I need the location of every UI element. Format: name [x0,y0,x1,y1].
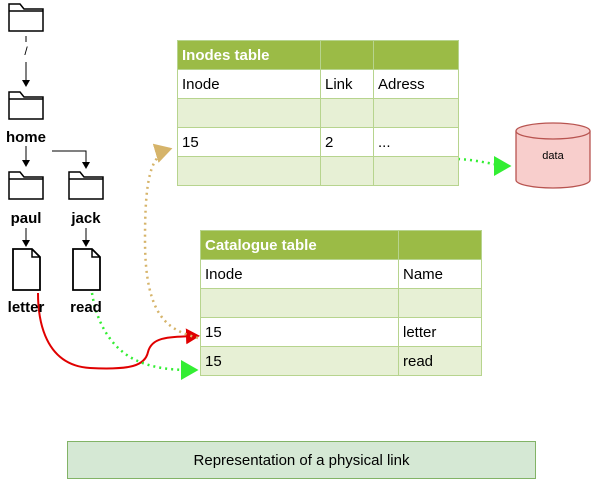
inodes-cell [177,156,321,186]
catalogue-table-row: 15 read [200,346,482,376]
inodes-header-inode: Inode [177,69,321,99]
catalogue-cell-inode: 15 [200,317,399,347]
letter-label: letter [7,299,45,316]
inodes-cell-inode: 15 [177,127,321,157]
inodes-cell-link: 2 [320,127,374,157]
inodes-cell [373,156,459,186]
inodes-cell [373,98,459,128]
caption-text: Representation of a physical link [193,451,410,469]
folder-icon-jack [68,171,104,200]
inodes-table-title-row: Inodes table [177,40,459,70]
data-cylinder [515,122,591,189]
catalogue-cell-name: read [398,346,482,376]
link-letter-red [37,292,200,370]
folder-icon-paul [8,171,44,200]
file-icon-letter [12,248,41,291]
folder-icon-root [8,3,44,32]
inodes-cell [320,98,374,128]
inodes-header-address: Adress [373,69,459,99]
file-icon-read [72,248,101,291]
link-address-data-green [457,155,512,176]
catalogue-table-row [200,288,482,318]
inodes-table-header-row: Inode Link Adress [177,69,459,99]
link-catalogue-inode-tan [143,143,199,340]
catalogue-table: Catalogue table Inode Name 15 letter 15 … [200,230,482,376]
catalogue-table-title-row: Catalogue table [200,230,482,260]
root-slash-label: / [24,44,28,58]
catalogue-table-row: 15 letter [200,317,482,347]
inodes-table-title-cell [373,40,459,70]
inodes-cell-address: ... [373,127,459,157]
edge-home-jack [52,150,90,169]
catalogue-cell-name: letter [398,317,482,347]
catalogue-header-inode: Inode [200,259,399,289]
read-label: read [70,299,102,316]
inodes-cell [320,156,374,186]
catalogue-table-title: Catalogue table [200,230,399,260]
home-label: home [5,129,46,146]
jack-label: jack [71,210,101,227]
catalogue-cell [200,288,399,318]
caption-box: Representation of a physical link [67,441,536,479]
inodes-cell [177,98,321,128]
link-read-green [90,292,199,380]
inodes-table-row: 15 2 ... [177,127,459,157]
inodes-table: Inodes table Inode Link Adress 15 2 ... [177,40,459,186]
catalogue-table-title-cell [398,230,482,260]
inodes-table-title: Inodes table [177,40,321,70]
catalogue-header-name: Name [398,259,482,289]
inodes-table-row [177,156,459,186]
catalogue-table-header-row: Inode Name [200,259,482,289]
inodes-header-link: Link [320,69,374,99]
folder-icon-home [8,91,44,120]
paul-label: paul [10,210,42,227]
catalogue-cell-inode: 15 [200,346,399,376]
inodes-table-row [177,98,459,128]
inodes-table-title-cell [320,40,374,70]
data-store-label: data [542,150,564,162]
catalogue-cell [398,288,482,318]
